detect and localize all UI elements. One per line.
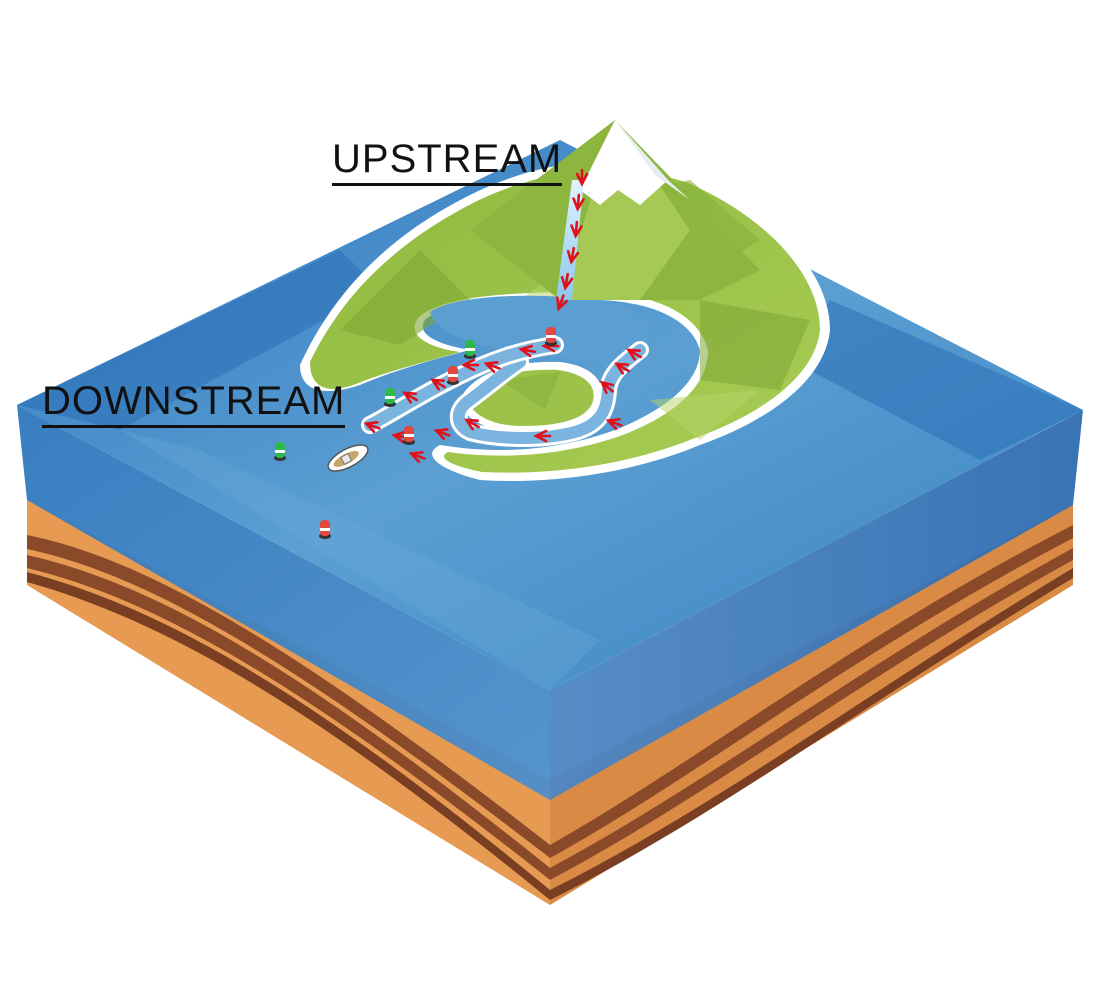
- mountain-icon: [470, 120, 760, 300]
- flow-arrows: [363, 168, 642, 464]
- flow-arrow-icon: [464, 418, 480, 431]
- red-buoy-icon: [403, 426, 415, 445]
- flow-arrow-icon: [408, 451, 426, 464]
- flow-arrow-icon: [614, 362, 630, 375]
- red-buoy-icon: [319, 520, 331, 539]
- upstream-label: UPSTREAM: [332, 137, 563, 186]
- flow-arrow-icon: [533, 429, 552, 443]
- flow-arrow-icon: [483, 361, 501, 374]
- flow-arrow-icon: [572, 193, 585, 212]
- flow-arrow-icon: [560, 272, 574, 291]
- flow-arrow-icon: [570, 220, 583, 239]
- flow-arrow-icon: [599, 380, 615, 394]
- red-buoy-icon: [545, 327, 557, 346]
- flow-arrow-icon: [433, 428, 451, 441]
- downstream-label: DOWNSTREAM: [42, 379, 346, 428]
- flow-arrow-icon: [566, 246, 580, 265]
- green-buoy-icon: [464, 340, 476, 359]
- green-buoy-icon: [384, 388, 396, 407]
- flow-arrow-icon: [626, 348, 642, 361]
- green-buoy-icon: [274, 442, 286, 461]
- flow-arrow-icon: [461, 358, 480, 372]
- flow-arrow-icon: [575, 168, 589, 187]
- flow-arrow-icon: [605, 418, 623, 431]
- soil-layers: [27, 500, 1073, 905]
- flow-arrow-icon: [402, 391, 418, 404]
- flow-arrow-icon: [430, 378, 446, 391]
- buoys: [274, 327, 557, 539]
- red-buoy-icon: [447, 366, 459, 385]
- boat-icon: [327, 444, 369, 472]
- flow-arrow-icon: [518, 344, 537, 358]
- flow-arrow-icon: [556, 294, 569, 312]
- flow-arrow-icon: [363, 421, 381, 434]
